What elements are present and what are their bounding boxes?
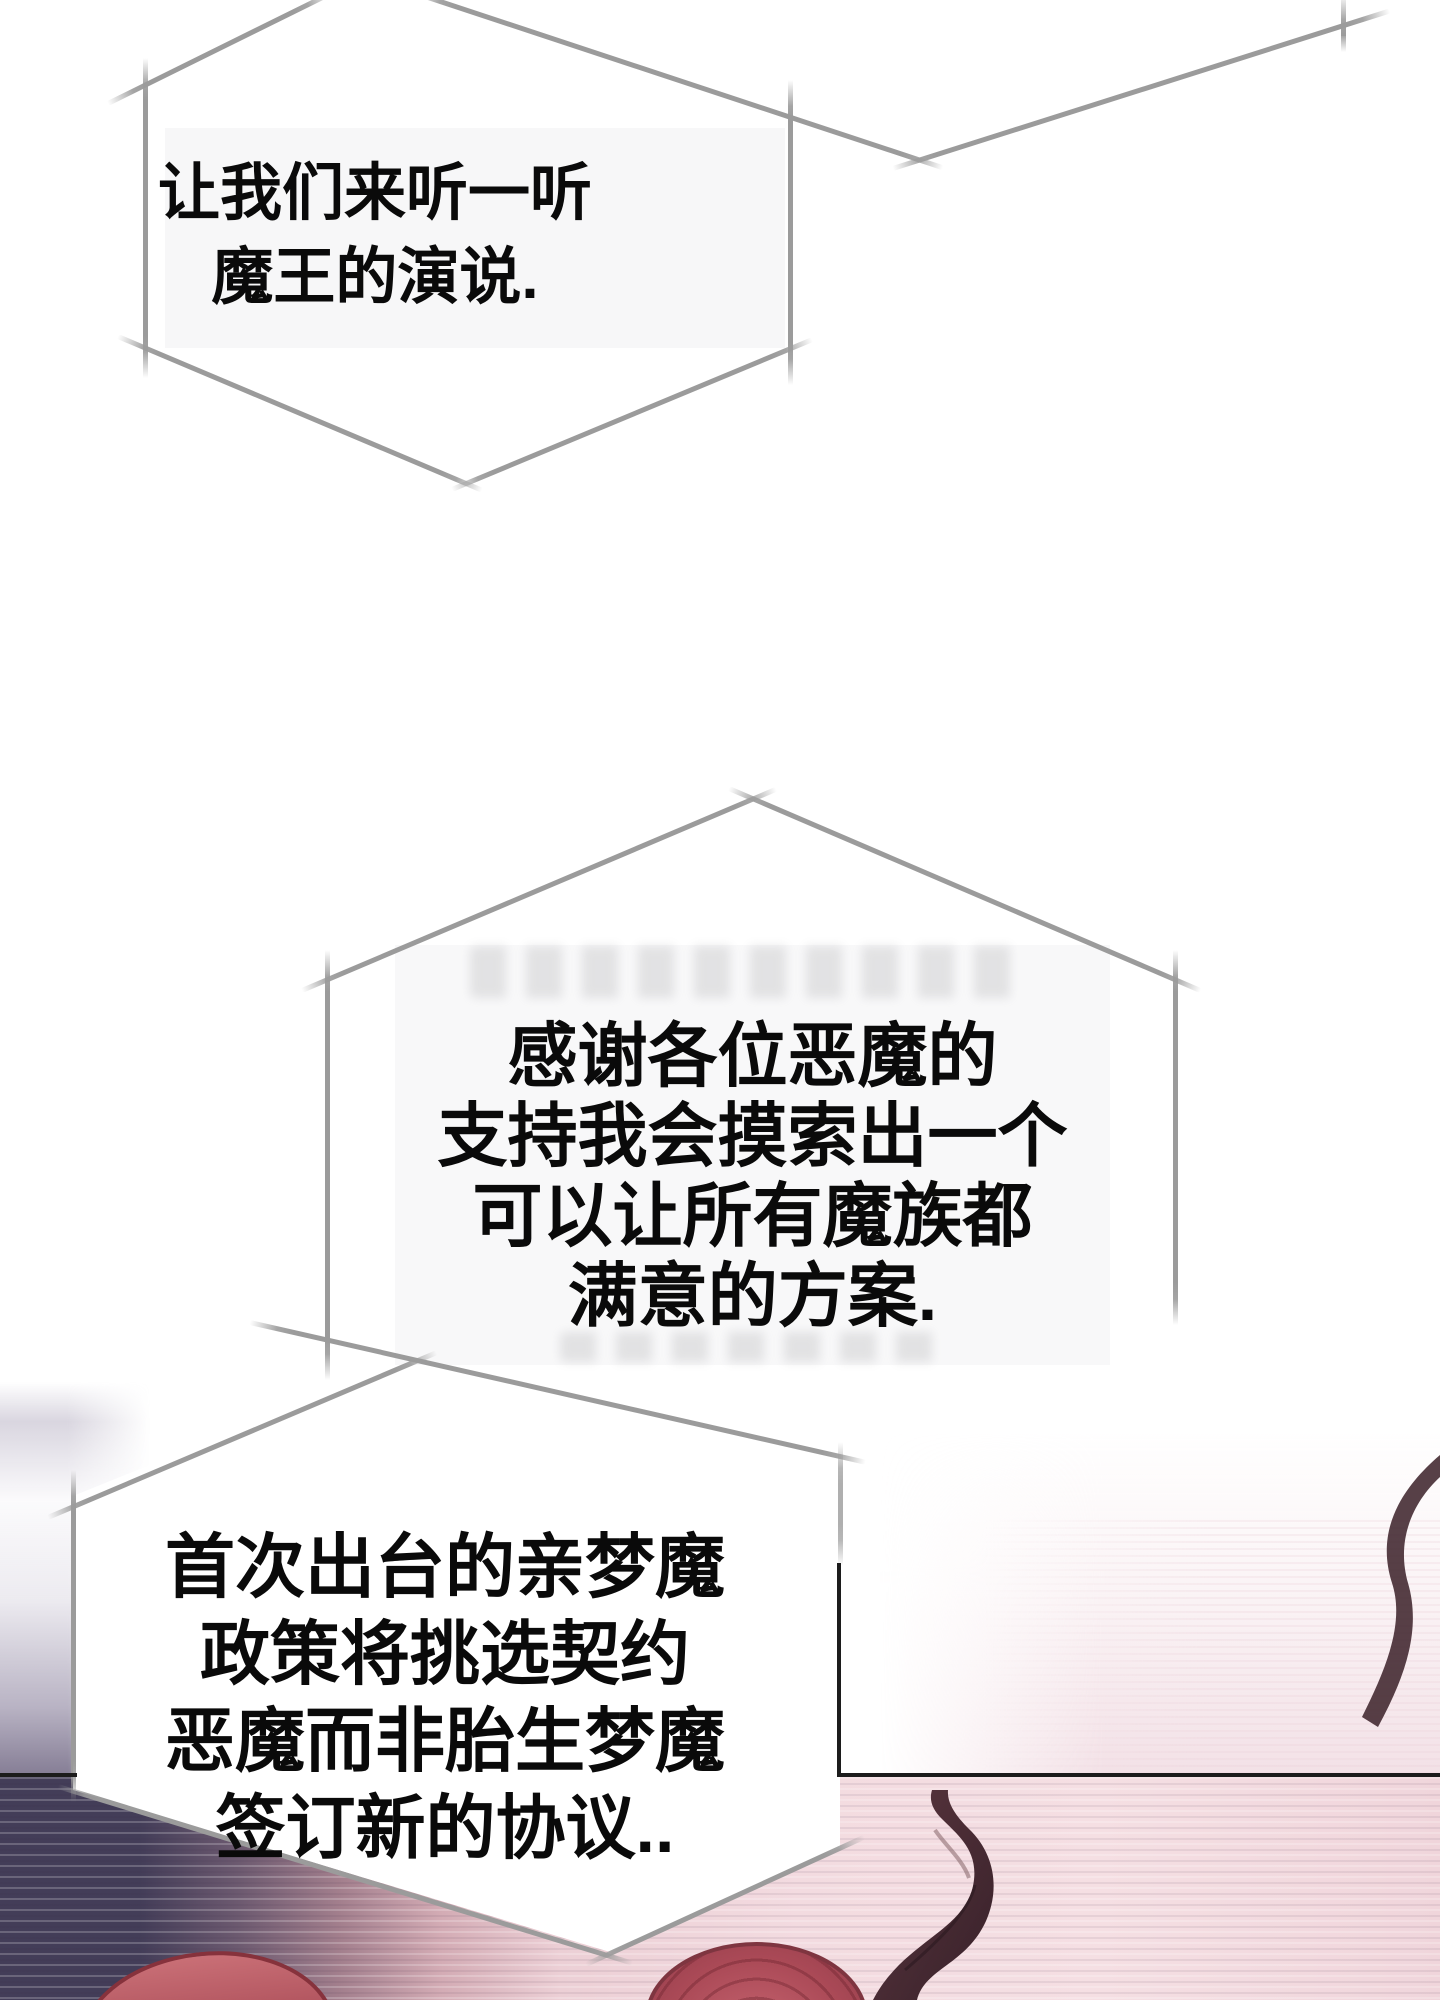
text-patch-bubble-1 (165, 128, 785, 348)
bubble-3-edge-left (70, 1470, 76, 1802)
demon-horn-shape (873, 1790, 994, 2000)
speech-text-line: 支持我会摸索出一个 (437, 1097, 1068, 1175)
bubble-2-edge-left (324, 950, 330, 1380)
ghost-text-smudge (560, 1332, 950, 1362)
text-patch-bubble-2 (395, 945, 1110, 1365)
bubble-topright-edge-right (1340, 0, 1346, 52)
artwork-haze-texture (980, 1520, 1440, 1777)
speech-text-line: 让我们来听一听 (157, 159, 592, 228)
speech-text-line: 政策将挑选契约 (200, 1615, 690, 1693)
panel-border-vertical (836, 1563, 841, 1777)
artwork-haze-right (880, 1428, 1440, 1778)
speech-bubble-3-text: 首次出台的亲梦魔 政策将挑选契约 恶魔而非胎生梦魔 签订新的协议.. (90, 1524, 800, 1872)
speech-text-line: 魔王的演说. (211, 243, 539, 312)
bubble-1-edge-right (787, 80, 793, 385)
speech-bubble-1-text: 让我们来听一听 魔王的演说. (140, 152, 610, 320)
panel-border-top-right (838, 1773, 1440, 1777)
bubble-topright-edge-bottom (892, 8, 1391, 171)
speech-text-line: 签订新的协议.. (215, 1789, 675, 1867)
ghost-text-smudge (470, 946, 1030, 998)
panel-border-top-left (0, 1773, 77, 1777)
bubble-1-edge-left (142, 58, 148, 378)
speech-text-line: 感谢各位恶魔的 (507, 1017, 998, 1095)
bubble-3-edge-right (837, 1442, 843, 1566)
speech-text-line: 可以让所有魔族都 (472, 1177, 1033, 1255)
right-horn-shape (1362, 1455, 1440, 1727)
speech-text-line: 首次出台的亲梦魔 (165, 1528, 725, 1606)
speech-text-line: 满意的方案. (567, 1257, 938, 1335)
speech-text-line: 恶魔而非胎生梦魔 (165, 1702, 725, 1780)
speech-bubble-2-text: 感谢各位恶魔的 支持我会摸索出一个 可以让所有魔族都 满意的方案. (375, 1016, 1130, 1336)
bubble-2-edge-right (1172, 950, 1178, 1325)
